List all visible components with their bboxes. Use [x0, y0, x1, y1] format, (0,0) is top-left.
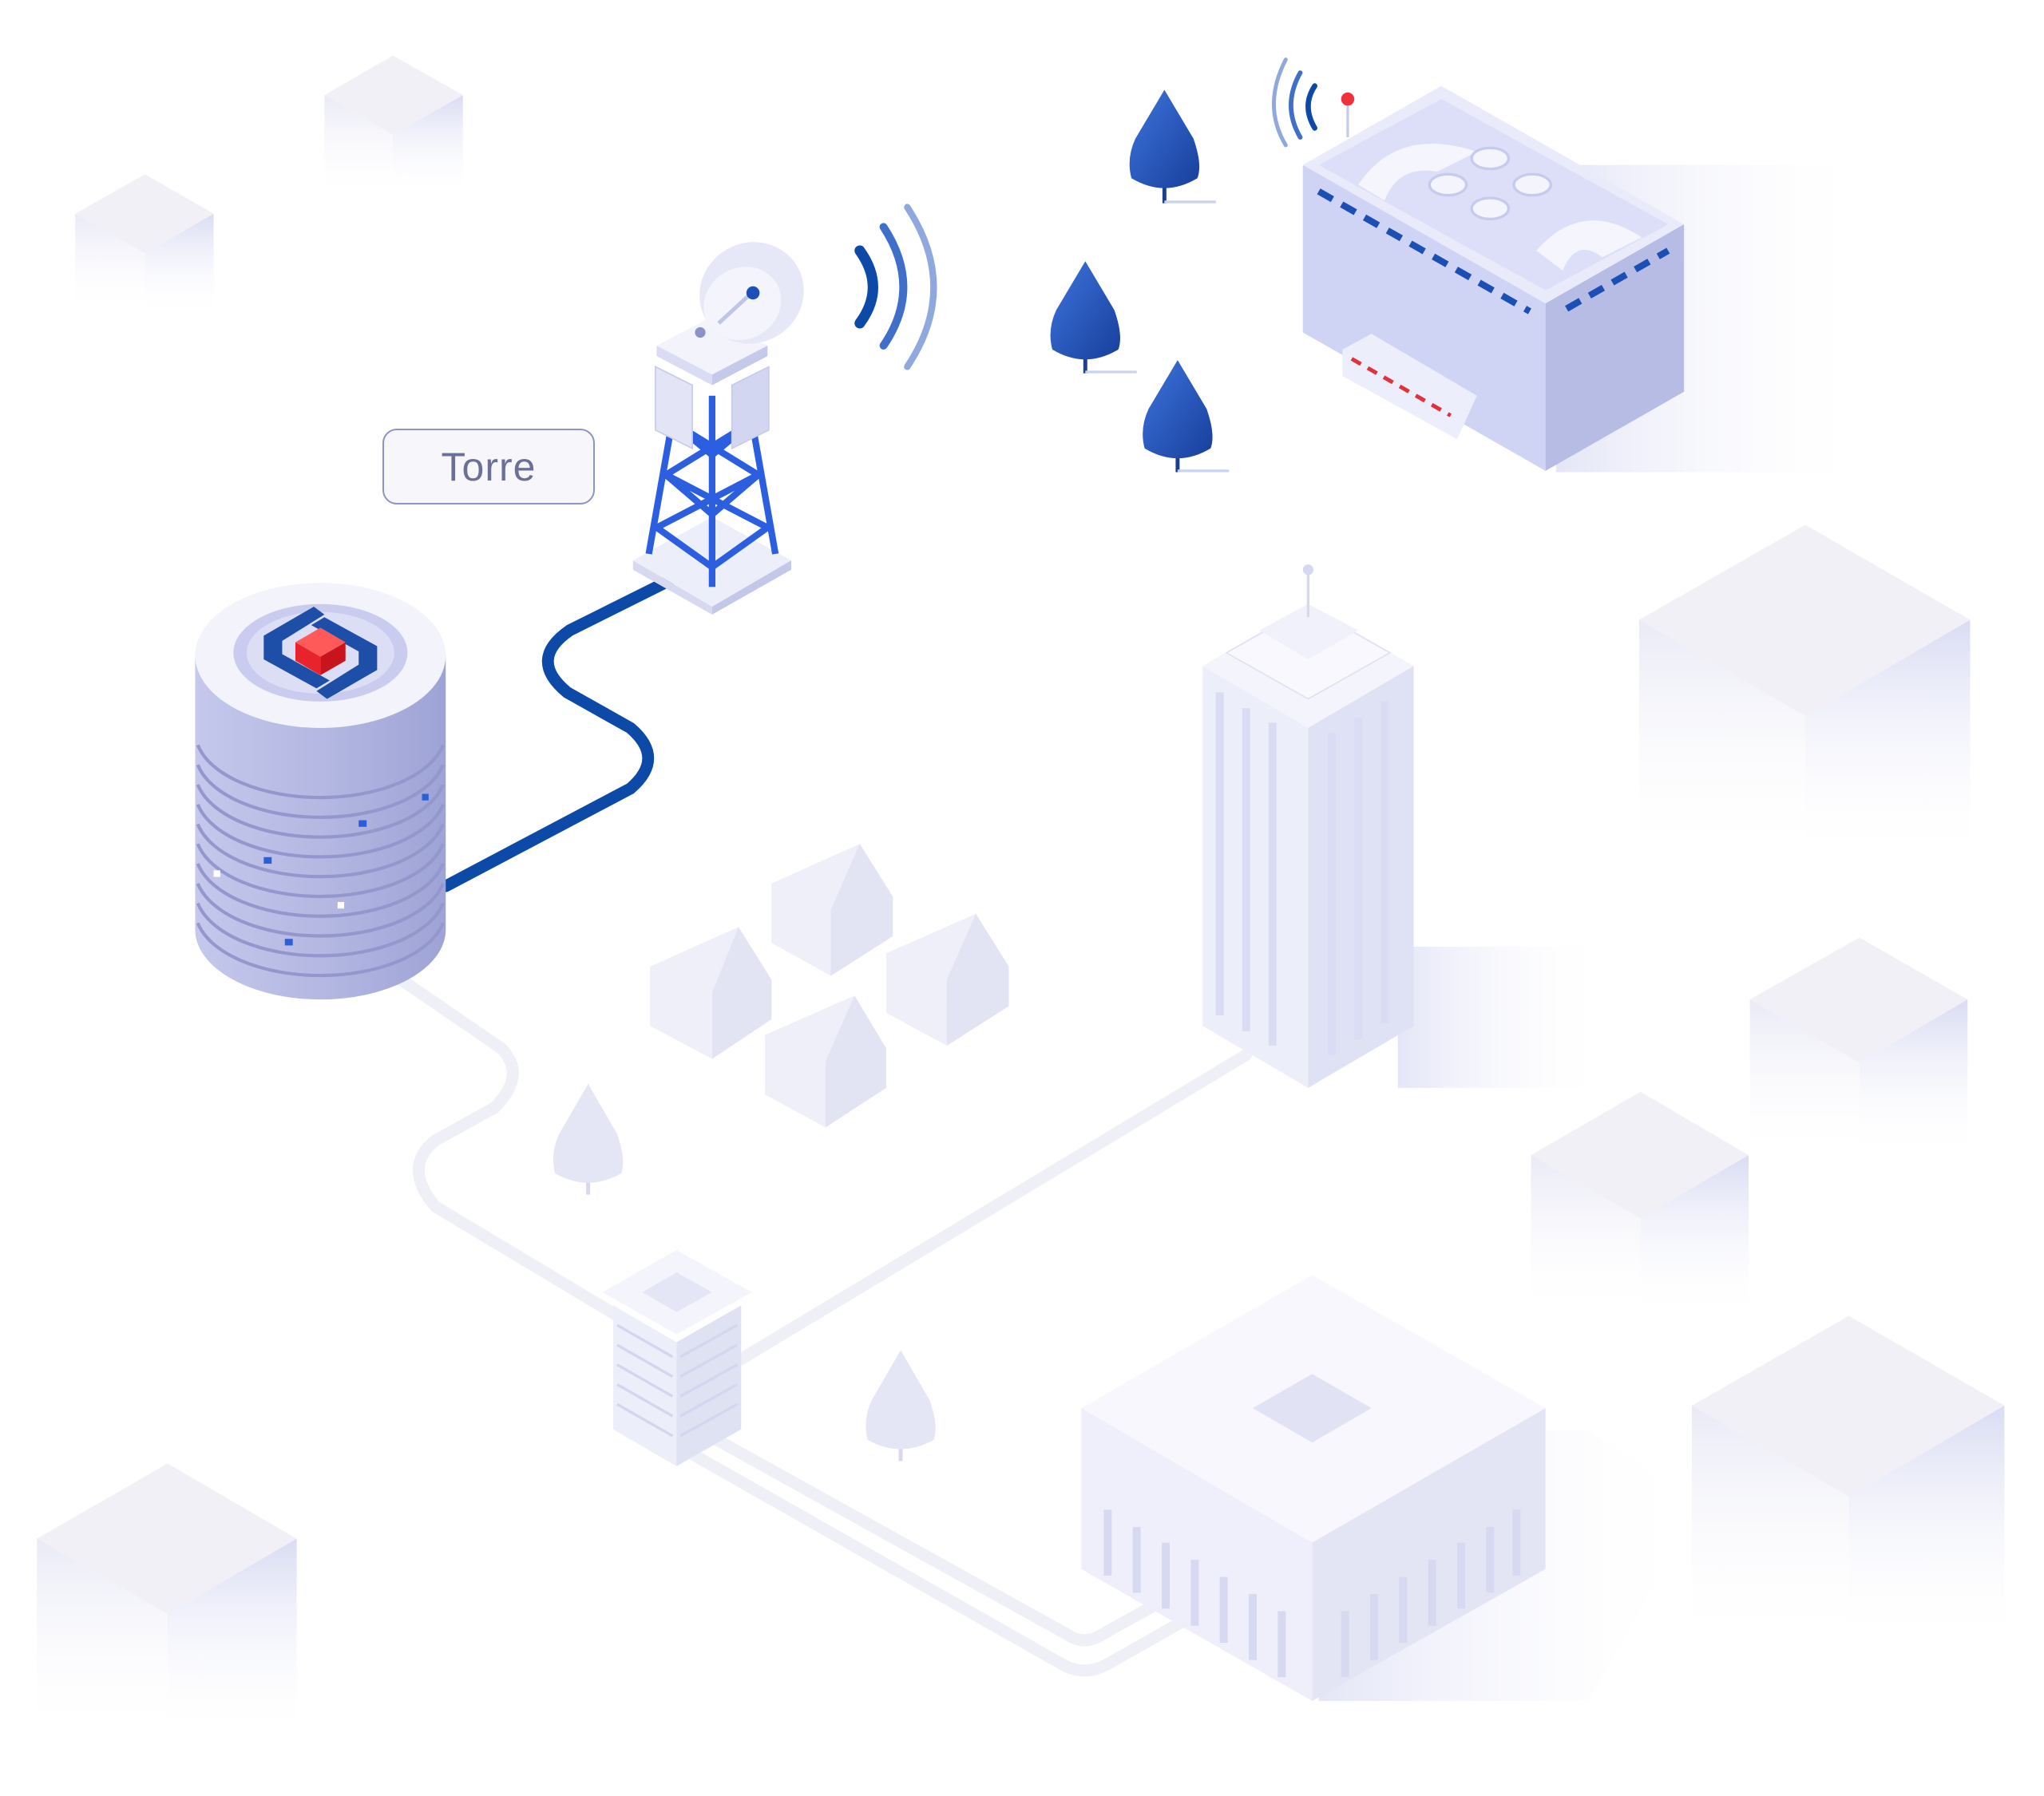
data-center: [195, 583, 446, 1000]
small-building: [602, 1249, 752, 1466]
background-blocks: [37, 55, 2005, 1741]
factory: [1302, 85, 1685, 471]
satellite-dish-icon: [695, 242, 804, 344]
roads: [390, 970, 1253, 1677]
roof-vents: [1428, 146, 1552, 221]
road: [390, 970, 640, 1331]
skyscraper: [1202, 564, 1414, 1088]
pine-tree: [1050, 261, 1137, 374]
pine-tree: [1129, 89, 1216, 204]
house: [650, 927, 772, 1059]
factory-wifi-icon: [1272, 57, 1317, 148]
building-windows: [1103, 1509, 1521, 1678]
bg-cube: [1692, 1315, 2005, 1648]
factory-windows: [1317, 188, 1670, 314]
road: [679, 1444, 1193, 1677]
bg-cube: [37, 1463, 297, 1741]
wifi-signal-icon: [854, 204, 937, 370]
bg-cube: [75, 174, 214, 317]
skyscraper-shadow: [1397, 947, 1609, 1088]
server-rings: [196, 744, 445, 978]
telecom-tower: [632, 242, 804, 615]
road: [726, 1049, 1253, 1371]
skyscraper-windows: [1215, 692, 1389, 1055]
logo-icon: [263, 606, 378, 699]
house: [771, 844, 893, 976]
data-cable: [439, 574, 676, 892]
bg-cube: [1531, 1091, 1749, 1319]
house: [764, 995, 886, 1128]
bg-cube: [1638, 524, 1971, 864]
bg-cube: [1749, 937, 1968, 1161]
pine-tree-faded: [553, 1083, 624, 1195]
road: [706, 1431, 1167, 1647]
houses: [650, 844, 1009, 1128]
tower-label: Torre: [382, 429, 595, 504]
building-floors: [616, 1323, 739, 1438]
large-building: [1081, 1275, 1546, 1701]
pine-tree-faded: [866, 1350, 936, 1462]
bg-cube: [324, 55, 463, 198]
pine-tree: [1143, 360, 1230, 473]
house: [885, 913, 1009, 1046]
